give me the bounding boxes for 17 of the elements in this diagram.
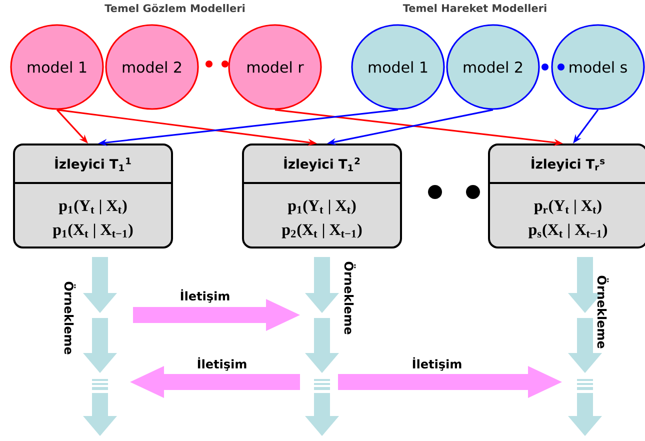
group-heading: Temel Hareket Modelleri bbox=[402, 4, 546, 12]
formula-text: p$_{1}$(Y$_{t}$ | X$_{t}$) bbox=[288, 200, 356, 214]
communication-label: İletişim bbox=[198, 357, 246, 371]
sampling-label: Örnekleme bbox=[64, 282, 76, 354]
group-heading: Temel Gözlem Modelleri bbox=[104, 4, 245, 12]
formula-text: p$_{s}$(X$_{t}$ | X$_{t−1}$) bbox=[528, 224, 608, 238]
box-heading: İzleyici T$_{r}$s bbox=[532, 156, 605, 172]
box-heading: İzleyici T$_{1}$1 bbox=[55, 156, 131, 172]
communication-label: İletişim bbox=[412, 357, 462, 371]
formula-text: p$_{r}$(Y$_{t}$ | X$_{t}$) bbox=[534, 200, 602, 214]
formula-text: p$_{1}$(Y$_{t}$ | X$_{t}$) bbox=[58, 200, 127, 214]
formula-text: p$_{2}$(X$_{t}$ | X$_{t−1}$) bbox=[282, 224, 362, 238]
formula-text: p$_{1}$(X$_{t}$ | X$_{t−1}$) bbox=[52, 224, 133, 238]
box-heading: İzleyici T$_{1}$2 bbox=[284, 156, 360, 172]
sampling-label: Örnekleme bbox=[344, 262, 356, 334]
communication-label: İletişim bbox=[180, 289, 230, 303]
sampling-label: Örnekleme bbox=[597, 276, 609, 348]
